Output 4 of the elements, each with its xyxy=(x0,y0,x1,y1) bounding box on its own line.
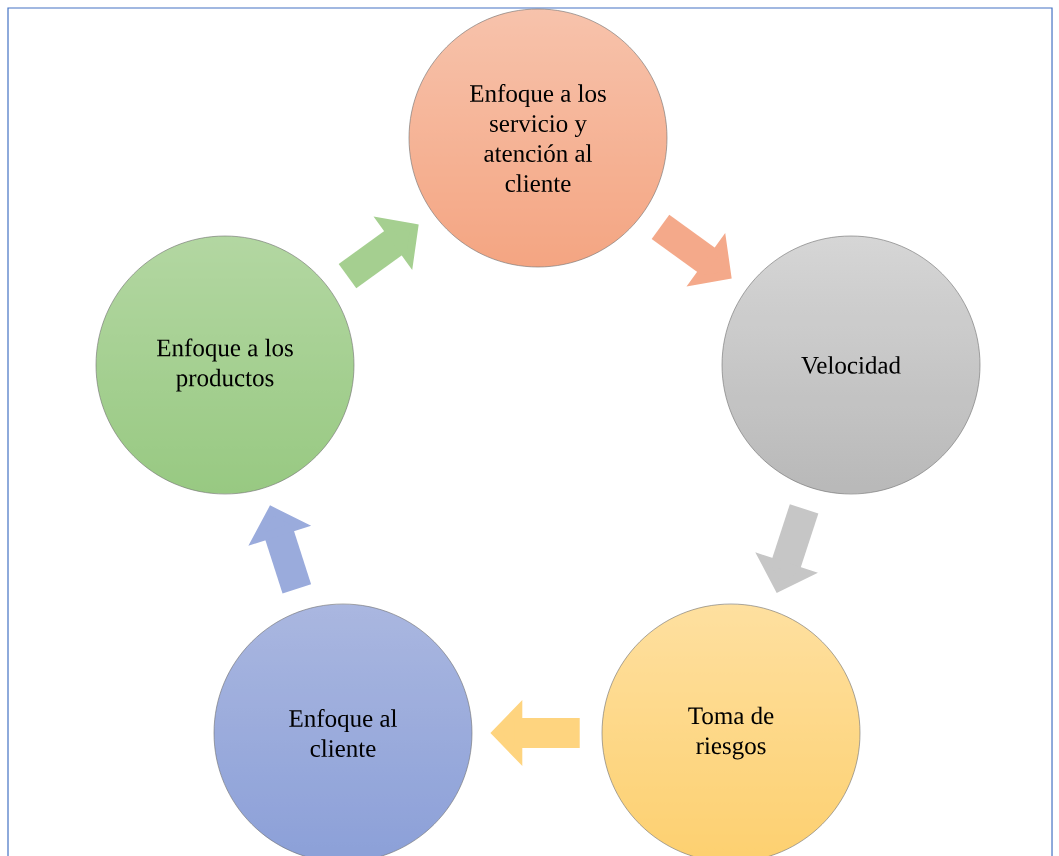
circle-node: Velocidad xyxy=(721,235,981,495)
circle-node: Enfoque a los productos xyxy=(95,235,355,495)
circle-node: Enfoque a los servicio y atención al cliente xyxy=(408,8,668,268)
block-arrow xyxy=(338,216,419,289)
